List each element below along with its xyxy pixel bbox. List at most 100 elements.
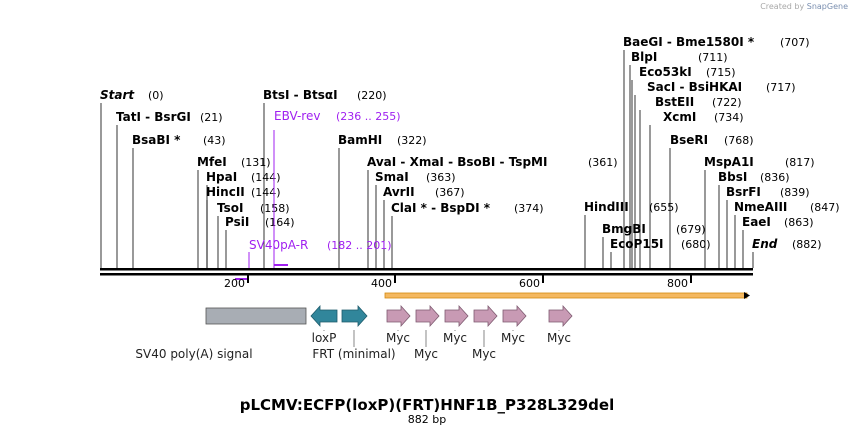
enzyme-position: (680) — [681, 238, 711, 251]
enzyme-nmeaiii[interactable]: NmeAIII(847) — [734, 200, 840, 214]
enzyme-xcmi[interactable]: XcmI (734) — [663, 110, 744, 124]
feature-label: Myc — [443, 331, 467, 345]
feature-frt-minimal-2[interactable]: FRT (minimal) — [312, 304, 396, 361]
enzyme-position: (863) — [784, 216, 814, 229]
feature-label: Myc — [472, 347, 496, 361]
feature-sv40-poly-a-signal-0[interactable]: SV40 poly(A) signal — [135, 307, 307, 361]
enzyme-position: (164) — [265, 216, 295, 229]
enzyme-bsrfi[interactable]: BsrFI(839) — [726, 185, 810, 199]
enzyme-bamhi[interactable]: BamHI(322) — [338, 133, 427, 147]
primer-range: (182 .. 201) — [327, 239, 392, 252]
enzyme-tati-bsrgi[interactable]: TatI - BsrGI(21) — [116, 110, 223, 124]
enzyme-blpi[interactable]: BlpI(711) — [631, 50, 728, 64]
enzyme-position: (734) — [714, 111, 744, 124]
enzyme-position: (715) — [706, 66, 736, 79]
enzyme-name: BsaBI * — [132, 133, 181, 147]
feature-arrow-icon — [502, 304, 527, 328]
enzyme-name: End — [752, 237, 778, 251]
tick-mark — [542, 275, 544, 283]
enzyme-position: (220) — [357, 89, 387, 102]
enzyme-position: (882) — [792, 238, 822, 251]
orf-arrow[interactable] — [384, 292, 750, 299]
enzyme-position: (158) — [260, 202, 290, 215]
feature-label: Myc — [501, 331, 525, 345]
primer-range: (236 .. 255) — [336, 110, 401, 123]
enzyme-name: TsoI — [217, 201, 243, 215]
enzyme-eaei[interactable]: EaeI (863) — [742, 215, 814, 229]
enzyme-position: (361) — [588, 156, 618, 169]
enzyme-hindiii[interactable]: HindIII(655) — [584, 200, 679, 214]
tick-mark — [394, 275, 396, 283]
enzyme-name: EcoP15I — [610, 237, 664, 251]
enzyme-name: HindIII — [584, 200, 629, 214]
enzyme-position: (144) — [251, 171, 281, 184]
feature-loxp-1[interactable]: loxP — [310, 304, 338, 345]
enzyme-name: HpaI — [206, 170, 237, 184]
enzyme-position: (722) — [712, 96, 742, 109]
tick-label: 600 — [519, 277, 540, 290]
enzyme-name: Eco53kI — [639, 65, 692, 79]
enzyme-labels: Start(0)TatI - BsrGI(21)BsaBI *(43)MfeI(… — [100, 35, 840, 251]
tick-mark — [690, 275, 692, 283]
enzyme-name: XcmI — [663, 110, 696, 124]
feature-arrow-icon — [386, 304, 411, 328]
enzyme-position: (363) — [426, 171, 456, 184]
enzyme-smai[interactable]: SmaI(363) — [375, 170, 456, 184]
enzyme-avrii[interactable]: AvrII(367) — [383, 185, 465, 199]
enzyme-start[interactable]: Start(0) — [100, 88, 164, 102]
enzyme-hpai[interactable]: HpaI (144) — [206, 170, 281, 184]
enzyme-mfei[interactable]: MfeI(131) — [197, 155, 271, 169]
enzyme-bsteii[interactable]: BstEII(722) — [655, 95, 742, 109]
enzyme-name: BsrFI — [726, 185, 761, 199]
enzyme-baegi-bme1580i[interactable]: BaeGI - Bme1580I *(707) — [623, 35, 810, 49]
enzyme-saci-bsihkai[interactable]: SacI - BsiHKAI(717) — [647, 80, 796, 94]
enzyme-position: (768) — [724, 134, 754, 147]
enzyme-eco53ki[interactable]: Eco53kI (715) — [639, 65, 736, 79]
enzyme-end[interactable]: End (882) — [752, 237, 822, 251]
enzyme-name: BbsI — [718, 170, 747, 184]
enzyme-position: (847) — [810, 201, 840, 214]
enzyme-position: (144) — [251, 186, 281, 199]
feature-label: Myc — [547, 331, 571, 345]
enzyme-position: (322) — [397, 134, 427, 147]
enzyme-psii[interactable]: PsiI (164) — [225, 215, 295, 229]
enzyme-ecop15i[interactable]: EcoP15I (680) — [610, 237, 711, 251]
enzyme-name: PsiI — [225, 215, 249, 229]
enzyme-bsabi[interactable]: BsaBI *(43) — [132, 133, 226, 147]
enzyme-bmgbi[interactable]: BmgBI(679) — [602, 222, 706, 236]
feature-myc-8[interactable]: Myc — [547, 304, 573, 345]
feature-label: loxP — [312, 331, 337, 345]
enzyme-name: AvrII — [383, 185, 415, 199]
enzyme-name: BaeGI - Bme1580I * — [623, 35, 755, 49]
enzyme-avai-xmai-bsobi-tspmi[interactable]: AvaI - XmaI - BsoBI - TspMI (361) — [367, 155, 618, 169]
primer-ebv-rev[interactable]: EBV-rev(236 .. 255) — [273, 109, 401, 268]
enzyme-position: (836) — [760, 171, 790, 184]
enzyme-clai-bspdi[interactable]: ClaI * - BspDI *(374) — [391, 201, 544, 215]
enzyme-btsi-bts-i[interactable]: BtsI - BtsαI (220) — [263, 88, 387, 102]
enzyme-name: AvaI - XmaI - BsoBI - TspMI — [367, 155, 547, 169]
feature-arrow-icon — [310, 304, 338, 328]
enzyme-position: (717) — [766, 81, 796, 94]
enzyme-bseri[interactable]: BseRI(768) — [670, 133, 754, 147]
feature-myc-3[interactable]: Myc — [386, 304, 411, 345]
feature-myc-5[interactable]: Myc — [443, 304, 469, 345]
enzyme-hincii[interactable]: HincII(144) — [206, 185, 281, 199]
enzyme-name: BtsI - BtsαI — [263, 88, 338, 102]
enzyme-bbsi[interactable]: BbsI (836) — [718, 170, 790, 184]
enzyme-name: TatI - BsrGI — [116, 110, 191, 124]
feature-label: Myc — [386, 331, 410, 345]
feature-myc-7[interactable]: Myc — [501, 304, 527, 345]
enzyme-name: MfeI — [197, 155, 227, 169]
feature-myc-4[interactable]: Myc — [414, 304, 440, 361]
feature-arrow-icon — [415, 304, 440, 328]
plasmid-name: pLCMV:ECFP(loxP)(FRT)HNF1B_P328L329del — [240, 396, 615, 414]
enzyme-name: EaeI — [742, 215, 771, 229]
tick-label: 800 — [667, 277, 688, 290]
feature-myc-6[interactable]: Myc — [472, 304, 498, 361]
primer-sv40pa-r[interactable]: SV40pA-R(182 .. 201) — [248, 238, 392, 268]
feature-arrow-icon — [444, 304, 469, 328]
enzyme-mspa1i[interactable]: MspA1I(817) — [704, 155, 815, 169]
dna-backbone-top — [100, 268, 753, 271]
enzyme-tsoi[interactable]: TsoI (158) — [217, 201, 290, 215]
